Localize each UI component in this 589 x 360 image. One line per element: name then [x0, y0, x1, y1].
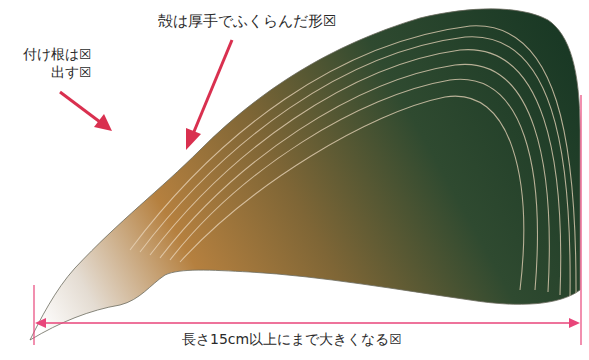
length-dimension: 長さ15cm以上にまで大きくなる☒ — [182, 331, 402, 349]
shell-note: 殻は厚手でふくらんだ形☒ — [158, 12, 336, 31]
shell-body — [30, 9, 580, 340]
base-note: 付け根は☒ 出す☒ — [16, 46, 92, 81]
growth-rings — [130, 26, 576, 300]
leader-arrow — [60, 92, 112, 131]
dimension-line — [34, 95, 581, 345]
leader-arrow — [186, 40, 232, 150]
